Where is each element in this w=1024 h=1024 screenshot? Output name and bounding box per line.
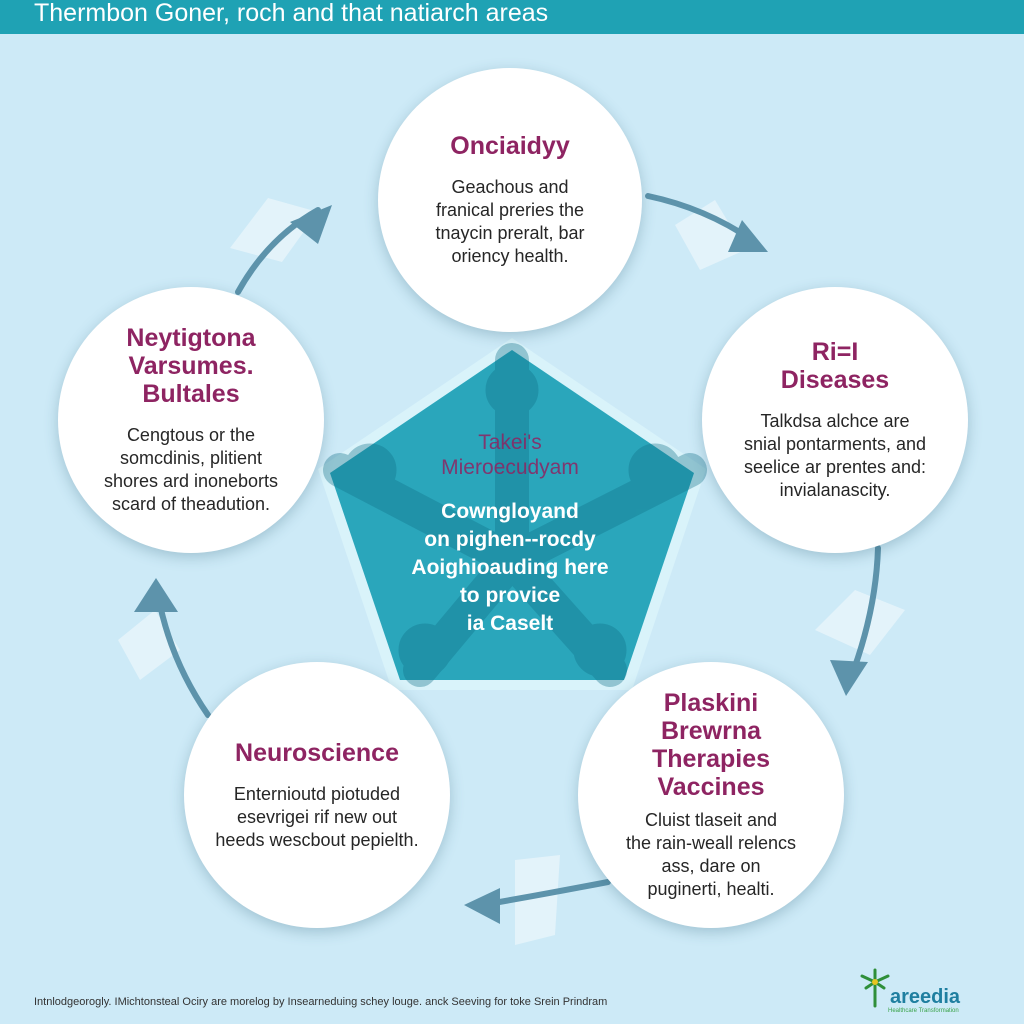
node-neuroscience: Neuroscience Enternioutd piotuded esevri… — [184, 662, 450, 928]
molecule-node — [485, 363, 539, 417]
node-therapies-vaccines: Plaskini Brewrna Therapies Vaccines Clui… — [578, 662, 844, 928]
node-title: Neuroscience — [235, 738, 399, 767]
node-title: Onciaidyy — [450, 132, 570, 160]
arrow-tail-decoration — [230, 198, 318, 262]
center-label: Takei's Mieroecudyam Cowngloyand on pigh… — [355, 430, 665, 638]
header-title: Thermbon Goner, roch and that natiarch a… — [34, 0, 549, 27]
brand-name: areedia — [890, 986, 961, 1008]
molecule-node — [573, 623, 627, 677]
center-title: Takei's Mieroecudyam — [441, 431, 579, 479]
node-description: Geachous and franical preries the tnayci… — [435, 177, 585, 266]
arrow-tail-decoration — [675, 200, 745, 270]
arrow-head — [830, 660, 868, 696]
arrow-head — [290, 205, 332, 244]
node-description: Cengtous or the somcdinis, plitient shor… — [103, 425, 279, 514]
palm-icon — [860, 968, 890, 1008]
molecule-node — [343, 443, 397, 497]
node-oncology: Onciaidyy Geachous and franical preries … — [378, 68, 642, 332]
center-description: Cowngloyand on pighen--rocdy Aoighioaudi… — [411, 500, 609, 635]
node-title: Plaskini Brewrna Therapies Vaccines — [651, 689, 771, 801]
center-pentagon — [330, 350, 694, 680]
molecule-node — [628, 443, 682, 497]
arrow-tail-decoration — [515, 855, 560, 945]
node-title: Ri=I Diseases — [780, 338, 890, 394]
arrow-tail-decoration — [815, 590, 905, 655]
node-description: Talkdsa alchce are snial pontarments, an… — [743, 411, 927, 500]
molecule-node — [398, 623, 452, 677]
node-left: Neytigtona Varsumes. Bultales Cengtous o… — [58, 287, 324, 553]
node-rare-diseases: Ri=I Diseases Talkdsa alchce are snial p… — [702, 287, 968, 553]
brand-tagline: Healthcare Transformation — [888, 1008, 959, 1014]
node-title: Neytigtona Varsumes. Bultales — [126, 324, 256, 408]
arrow-head — [728, 220, 768, 252]
arrow-head — [464, 888, 500, 924]
header-banner: Thermbon Goner, roch and that natiarch a… — [0, 0, 1024, 34]
arrow-head — [134, 578, 178, 612]
node-description: Enternioutd piotuded esevrigei rif new o… — [215, 783, 419, 850]
molecule-pattern — [323, 343, 707, 687]
footer-note: Intnlodgeorogly. IMichtonsteal Ociry are… — [34, 996, 608, 1008]
node-description: Cluist tlaseit and the rain-weall relenc… — [625, 810, 797, 899]
brand-logo: areedia Healthcare Transformation — [858, 968, 998, 1018]
